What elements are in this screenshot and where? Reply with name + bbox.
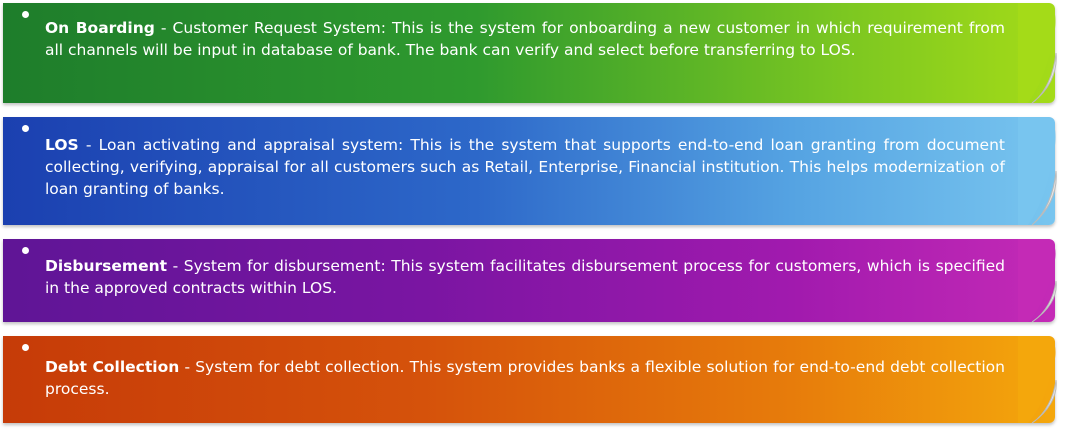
banner-debt-collection: Debt Collection - System for debt collec… <box>3 336 1055 423</box>
banner-separator: - <box>179 358 196 376</box>
banner-description: System for disbursement: This system fac… <box>45 257 1005 297</box>
banner-description: Loan activating and appraisal system: Th… <box>45 136 1005 198</box>
banner-description: System for debt collection. This system … <box>45 358 1005 398</box>
banner-content: Disbursement - System for disbursement: … <box>3 239 1005 299</box>
bullet-icon <box>22 344 29 351</box>
banner-content: On Boarding - Customer Request System: T… <box>3 3 1005 61</box>
banner-title: On Boarding <box>45 19 155 37</box>
bullet-icon <box>22 125 29 132</box>
banner-title: Debt Collection <box>45 358 180 376</box>
banner-los: LOS - Loan activating and appraisal syst… <box>3 117 1055 225</box>
banner-disbursement: Disbursement - System for disbursement: … <box>3 239 1055 322</box>
bullet-icon <box>22 11 29 18</box>
banner-title: LOS <box>45 136 79 154</box>
banner-title: Disbursement <box>45 257 168 275</box>
banner-content: LOS - Loan activating and appraisal syst… <box>3 117 1005 200</box>
banner-on-boarding: On Boarding - Customer Request System: T… <box>3 3 1055 103</box>
banner-separator: - <box>154 19 173 37</box>
banner-separator: - <box>167 257 184 275</box>
banner-description: Customer Request System: This is the sys… <box>45 19 1005 59</box>
banner-separator: - <box>78 136 99 154</box>
banner-content: Debt Collection - System for debt collec… <box>3 336 1005 400</box>
bullet-icon <box>22 247 29 254</box>
